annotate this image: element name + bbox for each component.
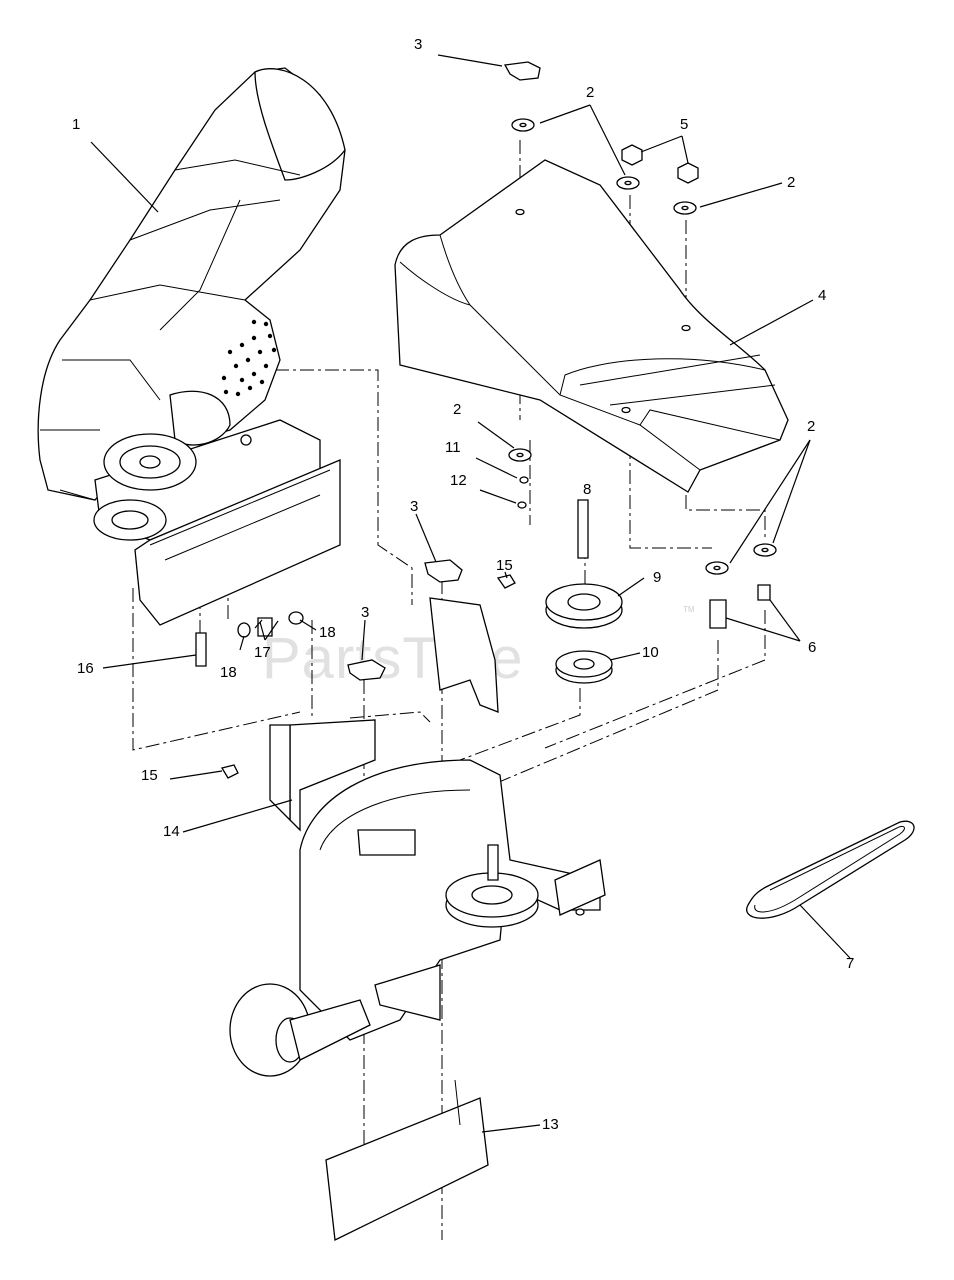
mount-plate: [325, 1079, 489, 1241]
belt-cover: [394, 159, 789, 493]
deck-frame: [229, 759, 606, 1077]
leader-lines: [90, 54, 851, 1133]
blower-frame: [59, 390, 341, 626]
callout-5: 5: [680, 116, 688, 133]
callout-4: 4: [818, 287, 826, 304]
callout-7: 7: [846, 955, 854, 972]
callout-14: 14: [163, 823, 180, 840]
callout-1: 1: [72, 116, 80, 133]
brackets: [269, 597, 499, 832]
callout-12: 12: [450, 472, 467, 489]
callout-13: 13: [542, 1116, 559, 1133]
callout-17: 17: [254, 644, 271, 661]
callout-2: 2: [586, 84, 594, 101]
watermark-trademark: TM: [683, 605, 695, 614]
callout-8: 8: [583, 481, 591, 498]
callout-9: 9: [653, 569, 661, 586]
callout-16: 16: [77, 660, 94, 677]
pulleys: [545, 583, 771, 684]
callout-11: 11: [445, 439, 461, 456]
callout-3: 3: [361, 604, 369, 621]
callout-2: 2: [787, 174, 795, 191]
callout-2: 2: [807, 418, 815, 435]
callout-18: 18: [319, 624, 336, 641]
callout-18: 18: [220, 664, 237, 681]
callout-15: 15: [141, 767, 158, 784]
callout-15: 15: [496, 557, 513, 574]
callout-labels: 1 2 2 2 2 3 3 3 4 5 6 7 8 9 10 11 12 13 …: [72, 36, 854, 1133]
callout-3: 3: [410, 498, 418, 515]
callout-3: 3: [414, 36, 422, 53]
drive-belt: [746, 820, 915, 919]
washers: [508, 118, 777, 575]
callout-6: 6: [808, 639, 816, 656]
callout-10: 10: [642, 644, 659, 661]
blower-housing: [37, 67, 346, 501]
callout-2: 2: [453, 401, 461, 418]
